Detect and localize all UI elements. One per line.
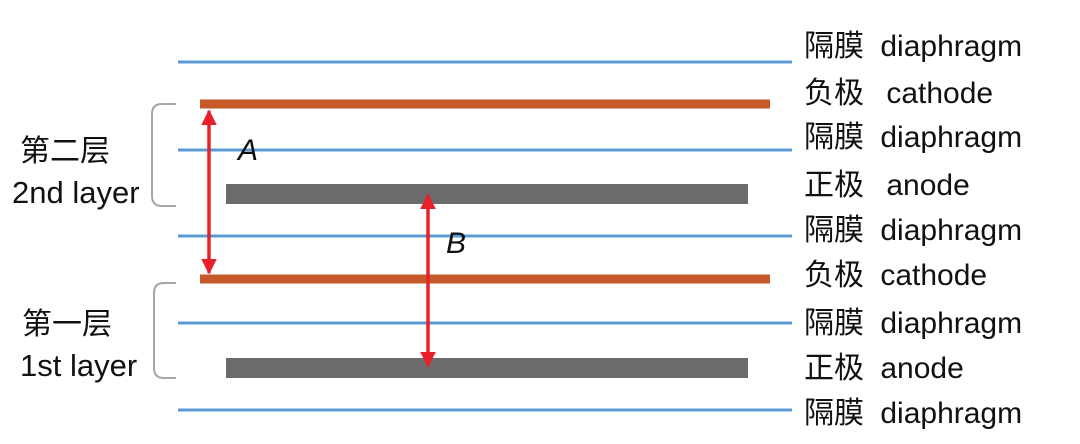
- layer-label-1st-cn: 第一层: [22, 307, 112, 342]
- dimension-label-b: B: [446, 227, 466, 260]
- anode-bar-2: [226, 358, 748, 378]
- row-label-9: 隔膜 diaphragm: [804, 396, 1022, 431]
- row-label-2: 负极 cathode: [804, 76, 993, 111]
- row-label-9-cn: 隔膜: [804, 396, 864, 431]
- dimension-label-a: A: [236, 134, 258, 167]
- layer-label-1st-en: 1st layer: [20, 348, 137, 383]
- layer-label-2nd-cn: 第二层: [20, 134, 110, 169]
- row-label-6-en: cathode: [880, 259, 987, 292]
- layer-bracket-2nd: [151, 103, 176, 207]
- anode-bar-1: [226, 184, 748, 204]
- row-label-3-cn: 隔膜: [804, 120, 864, 155]
- row-label-1-en: diaphragm: [880, 30, 1022, 63]
- row-label-6-cn: 负极: [804, 258, 864, 293]
- row-label-8-cn: 正极: [804, 351, 864, 386]
- row-label-4-en: anode: [886, 169, 969, 202]
- row-label-2-cn: 负极: [804, 76, 864, 111]
- layer-bracket-1st: [153, 282, 176, 379]
- row-label-3: 隔膜 diaphragm: [804, 120, 1022, 155]
- layer-label-2nd-en: 2nd layer: [12, 175, 140, 210]
- row-label-5-cn: 隔膜: [804, 213, 864, 248]
- row-label-7-cn: 隔膜: [804, 306, 864, 341]
- row-label-3-en: diaphragm: [880, 121, 1022, 154]
- row-label-7: 隔膜 diaphragm: [804, 306, 1022, 341]
- row-label-9-en: diaphragm: [880, 397, 1022, 430]
- row-label-8: 正极 anode: [804, 351, 964, 386]
- row-label-6: 负极 cathode: [804, 258, 987, 293]
- row-label-1-cn: 隔膜: [804, 29, 864, 64]
- row-label-4: 正极 anode: [804, 168, 970, 203]
- row-label-1: 隔膜 diaphragm: [804, 29, 1022, 64]
- row-label-7-en: diaphragm: [880, 307, 1022, 340]
- row-label-5: 隔膜 diaphragm: [804, 213, 1022, 248]
- row-label-5-en: diaphragm: [880, 214, 1022, 247]
- row-label-8-en: anode: [880, 352, 963, 385]
- row-label-4-cn: 正极: [804, 168, 864, 203]
- row-label-2-en: cathode: [886, 77, 993, 110]
